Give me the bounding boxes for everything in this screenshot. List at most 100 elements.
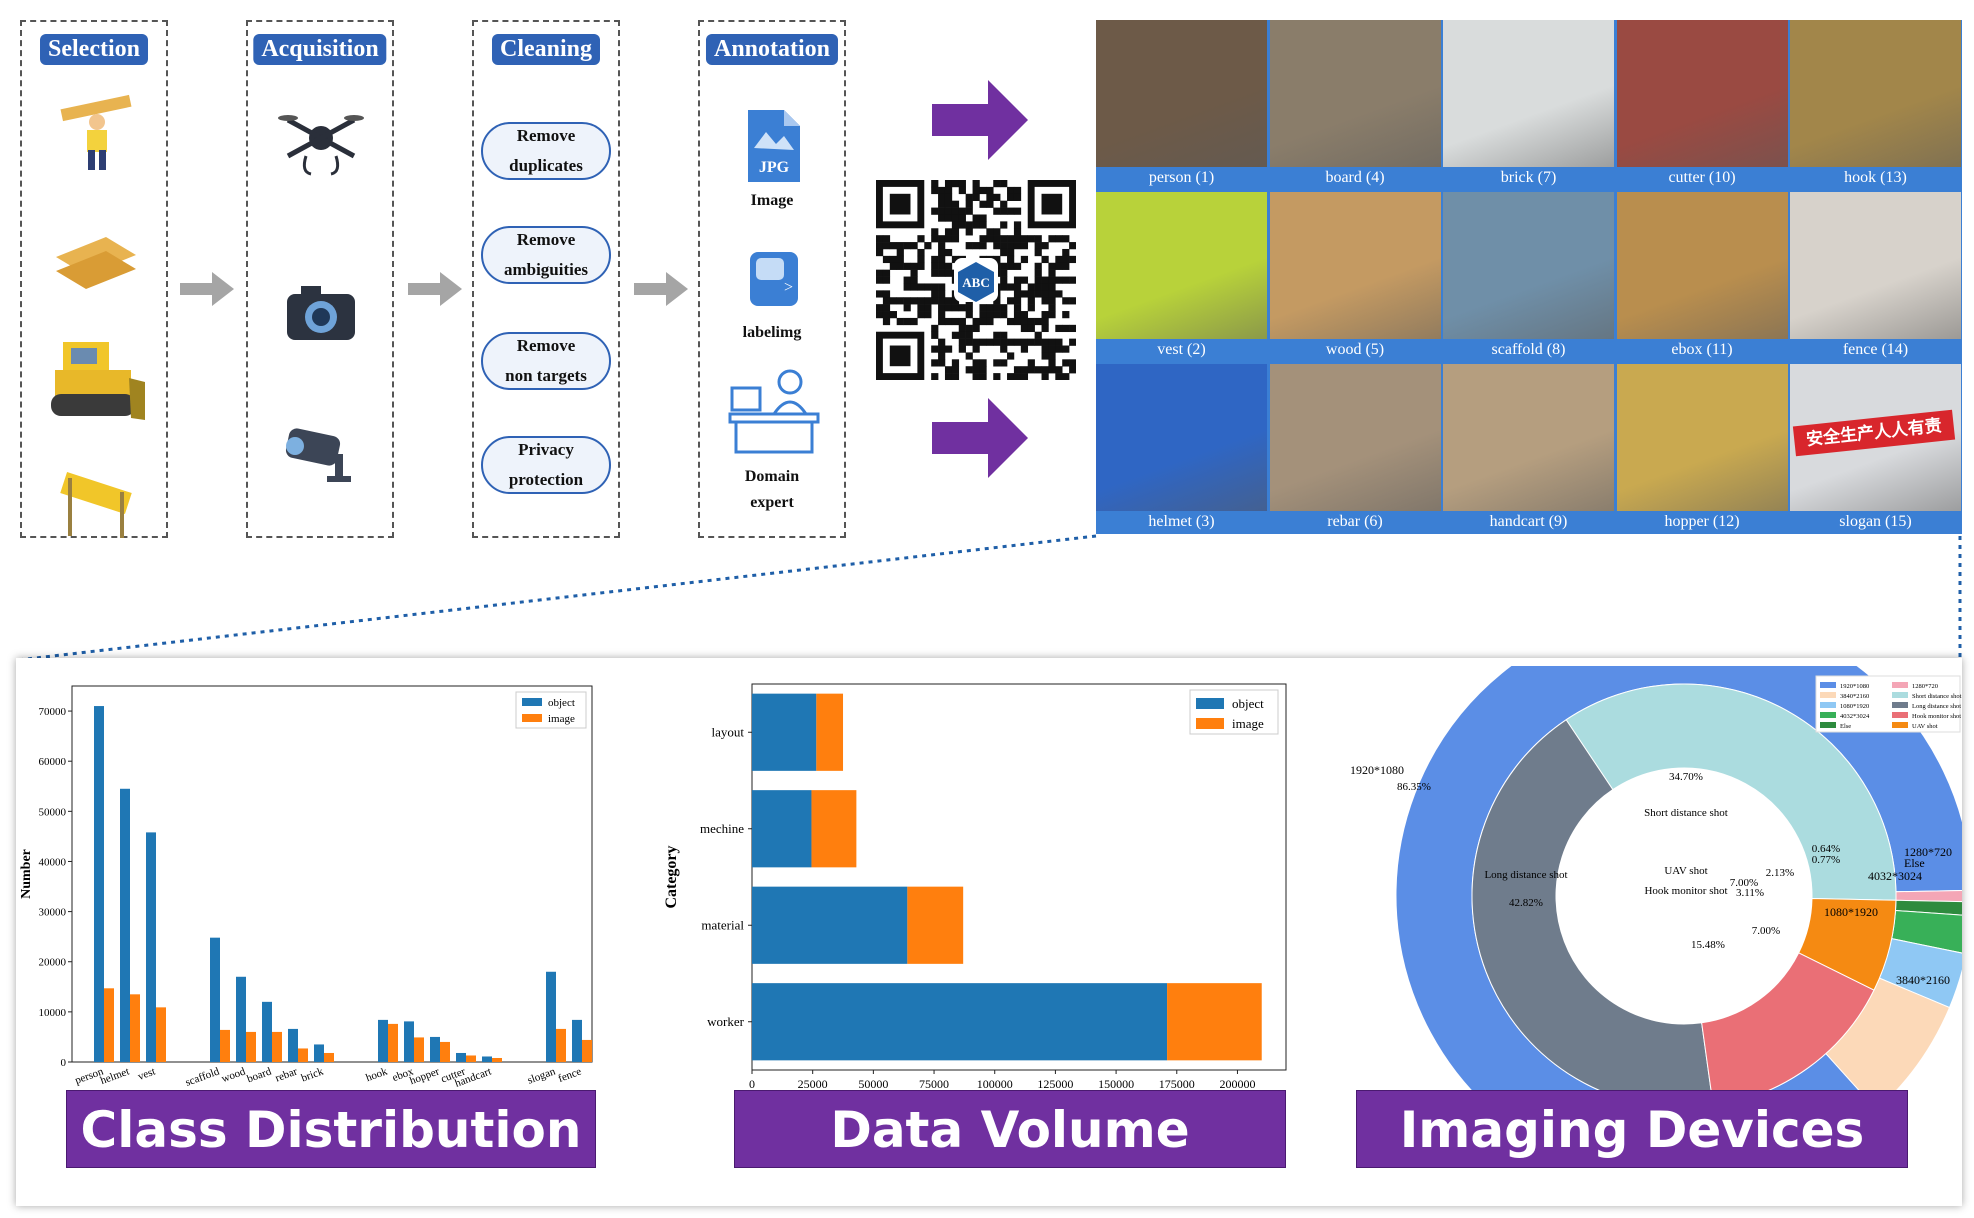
qr-module (938, 193, 946, 201)
legend-label: 1280*720 (1912, 683, 1938, 690)
qr-module (882, 255, 891, 264)
qr-module (924, 304, 932, 312)
legend-label: Hook monitor shot (1912, 713, 1961, 720)
qr-module (1055, 366, 1063, 374)
qr-module (944, 366, 953, 374)
qr-module (958, 304, 966, 312)
qr-module (972, 338, 980, 346)
qr-module (1007, 207, 1015, 215)
qr-module (1020, 373, 1029, 380)
qr-module (993, 359, 1001, 367)
qr-module (938, 311, 946, 319)
qr-module (1013, 338, 1022, 346)
bar-object (288, 1028, 298, 1062)
qr-module (951, 304, 960, 312)
stage-title-cleaning: Cleaning (491, 34, 601, 65)
qr-module (1000, 262, 1008, 270)
legend-label: Else (1840, 723, 1851, 730)
x-tick-label: hopper (408, 1065, 441, 1087)
slice-percent: 15.48% (1691, 939, 1725, 951)
qr-module (979, 200, 987, 208)
camera-icon (287, 286, 355, 340)
qr-module (1013, 366, 1022, 374)
qr-module (1013, 373, 1022, 380)
qr-module (896, 262, 904, 270)
qr-module (958, 214, 966, 222)
qr-module (1013, 228, 1022, 236)
qr-module (896, 242, 904, 250)
qr-module (931, 359, 939, 367)
qr-module (931, 297, 939, 305)
qr-module (1013, 297, 1022, 305)
class-tile: hopper (12) (1616, 364, 1788, 533)
qr-module (1048, 359, 1056, 367)
class-tile: vest (2) (1096, 192, 1267, 361)
qr-module (1034, 248, 1042, 257)
legend (1815, 675, 1961, 733)
stage-annotation: Annotation JPG Image > labelimg Domain e… (698, 20, 846, 538)
qr-module (965, 242, 973, 250)
qr-module (924, 297, 932, 305)
qr-module (1000, 242, 1008, 250)
qr-module (1000, 248, 1008, 257)
bar-image (582, 1039, 592, 1062)
tile-caption: scaffold (8) (1443, 339, 1614, 361)
qr-module (931, 324, 939, 333)
qr-module (958, 331, 966, 339)
qr-module (1000, 235, 1008, 243)
y-tick-label: mechine (700, 821, 744, 836)
qr-module (882, 304, 891, 312)
slice-name: Else (1904, 856, 1925, 870)
qr-module (1027, 338, 1035, 346)
qr-module (910, 297, 918, 305)
qr-module (910, 242, 918, 250)
legend-swatch (1892, 722, 1908, 728)
qr-module (958, 221, 966, 229)
qr-module (1048, 262, 1056, 270)
qr-module (1013, 186, 1022, 195)
class-tile: rebar (6) (1269, 364, 1441, 533)
qr-module (944, 248, 953, 257)
qr-module (965, 331, 973, 339)
qr-module (938, 200, 946, 208)
qr-module (951, 359, 960, 367)
y-tick-label: 0 (61, 1057, 67, 1069)
qr-module (938, 242, 946, 250)
legend-label: 1920*1080 (1840, 683, 1869, 690)
qr-module (903, 317, 911, 326)
qr-module (1000, 338, 1008, 346)
qr-module (1000, 221, 1008, 229)
qr-module (938, 304, 946, 312)
qr-module (1007, 186, 1015, 195)
qr-module (910, 276, 918, 284)
qr-module (979, 311, 987, 319)
qr-module (1007, 297, 1015, 305)
qr-module (965, 366, 973, 374)
qr-module (986, 304, 994, 312)
x-tick-label: 25000 (798, 1077, 828, 1091)
banner-imaging-devices: Imaging Devices (1356, 1090, 1908, 1168)
qr-module (965, 228, 973, 236)
qr-module (938, 214, 946, 222)
y-axis-label: Category (663, 845, 680, 908)
qr-module (1041, 324, 1049, 333)
qr-module (1027, 324, 1035, 333)
qr-module (1020, 311, 1029, 319)
bar-object (262, 1001, 272, 1062)
bar-image (907, 886, 964, 964)
qr-module (944, 207, 953, 215)
bar-object (752, 693, 817, 771)
domain-expert-icon (728, 369, 820, 454)
class-tile: cutter (10) (1616, 20, 1788, 189)
y-tick-label: 60000 (39, 756, 67, 768)
banner-class-distribution: Class Distribution (66, 1090, 596, 1168)
qr-module (931, 207, 939, 215)
qr-module (1013, 276, 1022, 284)
qr-module (882, 242, 891, 250)
qr-module (951, 255, 960, 264)
stage-title-selection: Selection (40, 34, 148, 65)
board-icon (56, 237, 136, 289)
qr-module (1034, 331, 1042, 339)
qr-module (979, 317, 987, 326)
